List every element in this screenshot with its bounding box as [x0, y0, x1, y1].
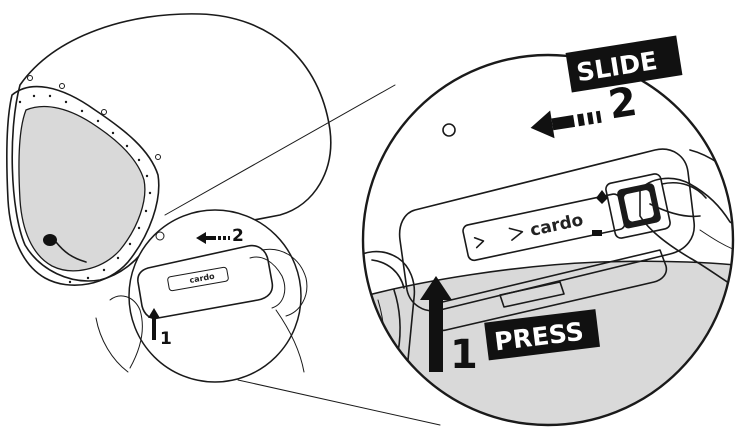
small-step-two: 2 [232, 226, 244, 246]
arrow-up-icon [420, 276, 452, 372]
zoom-line-bottom [237, 379, 441, 426]
helmet [6, 13, 332, 286]
press-tag: PRESS [484, 309, 601, 361]
helmet-rim [6, 85, 160, 286]
zoom-line-top [164, 84, 396, 216]
small-device: cardo [137, 244, 274, 320]
small-hand [95, 248, 308, 373]
microphone-icon [43, 234, 87, 263]
arrow-left-dashed-icon [530, 110, 602, 139]
large-detail-circle: cardo [361, 53, 735, 427]
helmet-shell [11, 13, 332, 282]
slide-tag: SLIDE [565, 35, 683, 93]
helmet-visor [18, 105, 146, 272]
helmet-vents [27, 75, 161, 160]
small-press-arrow [148, 308, 160, 340]
large-device: cardo [398, 148, 695, 332]
small-slide-arrow [196, 232, 230, 244]
rim-stitching [18, 94, 152, 284]
small-step-one: 1 [160, 329, 172, 349]
small-device-brand: cardo [189, 272, 216, 285]
small-detail-circle: cardo 2 1 [95, 84, 441, 426]
large-step-one: 1 [450, 332, 478, 378]
